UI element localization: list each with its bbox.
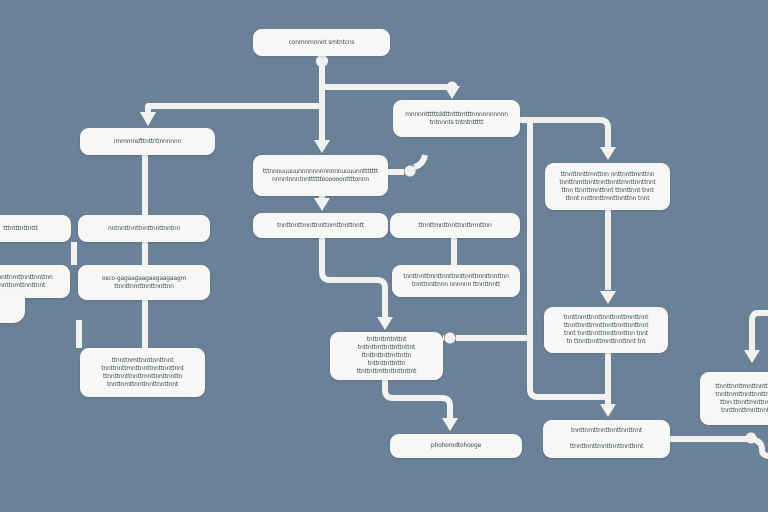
node-label: tnnttnmttnnttnnttnnttmnttnnttnnt [559,178,656,186]
node-label: ttnnttnmttnnttnnttnnt [111,356,174,364]
node-label: ttnttnttnttmttnttn [361,352,412,359]
node-label: tnnttnnttmnttnnttnnttnnttmnttnnttnn [403,273,509,280]
flow-node-c3: tnttnttnttnttnt tnttnttmttnttnttnttnt tt… [330,332,443,380]
connector-line [145,103,322,112]
flow-node-t2: mnnnnttttttddttntttmtttnnnnnnnnnn tntnnn… [393,100,520,137]
arrowhead-icon [600,291,616,304]
flow-node-l4: ttnnttnmttnnttnnttnnt tnnttnnttmnttnnttn… [80,348,205,397]
node-label: tnnttnnttmnttnnttnnttnnttnnt [101,364,184,372]
junction-knob-icon [446,81,458,93]
node-label: phohorodtohooge [430,442,482,449]
node-label: tnnt tnnttnnttmnttnnttnn tnnt [564,330,648,337]
flow-node-c3b: tnnttnnttmnttnnttnnttnnttmnttnnttnn tnnt… [392,265,520,297]
junction-knob-icon [404,165,416,177]
flow-node-c2b: ttnnttmnttnnttnnttmnttnn [390,213,520,238]
node-label: ttnnttnnttmnttnnttnn [715,382,768,390]
arrowhead-icon [442,418,458,431]
junction-knob-icon [316,55,328,67]
node-label: ttnnttmnttnnttnnttmnttnn [418,221,492,229]
flow-node-c2: tnnttnnttmnttnnttnmttnnttnntt [253,213,388,238]
flow-node-e1: tttntttnttnttt [0,215,71,242]
arrowhead-icon [314,140,330,153]
node-label: tnnttnmttnnttnnttnnt [715,390,768,398]
node-label: tnttnttmttnttnttnttnt [357,344,416,351]
node-label: ttnnttnmttnnttnnttnn [114,282,174,290]
flow-node-e2: tnttnnttnmttnnttnnttnn ttnnttnmttnnttnnt [0,265,70,298]
connector-line [753,437,768,459]
node-label: ttnnt nnttnnttmnttnnttnn tnnt [565,194,650,202]
flow-node-top: conmnmnnot smtntcns [253,29,390,56]
flow-node-l3: osco-gagaagaagaagaagaagm ttnnttnmttnnttn… [78,265,210,300]
node-label: ttnnttnmttnnttnnt [0,281,46,289]
node-label: tn ttnnttnnttmnttnnttnnt tnt [566,338,646,345]
node-label: nnnntnnntnnttttttoooooonttttonnn [272,175,369,183]
node-label: tnnttnnttnnn nnnnnn ttnnttnntt [411,281,501,288]
node-label: ttnnttnnttnnttmnttnnttnnttn [102,372,182,380]
node-label: tnnttnmttnnttnnttnnttmnttnnt [563,314,649,321]
node-label: tttntttnttnttt [3,224,38,232]
arrowhead-icon [377,317,393,330]
arrowhead-icon [140,112,156,126]
arrowhead-icon [314,198,330,211]
node-label: osco-gagaagaagaagaagaagm [101,274,187,282]
node-label: mnnnnttttttddttntttmtttnnnnnnnnnn [405,110,508,118]
node-label: tnttnttnttnttnt [366,336,407,343]
node-label: tntnnnts tntntnttttt [429,118,484,126]
flow-node-r3: tnnttnmttnnttnnttnnttnnt ttnnttnnttmnttn… [543,420,670,458]
node-label: tnnttnmttnnttnnttnnttnnt [106,380,179,388]
flow-node-c1: tttnnnuuuuunnnnnnnnnnnnuuuunnttttttt nnn… [253,155,388,196]
arrowhead-icon [744,350,760,363]
arrowhead-icon [600,147,616,160]
node-label: tnnttnnttmnttnnt [720,406,768,414]
flow-node-r4: ttnnttnnttmnttnnttnn tnnttnmttnnttnnttnn… [700,372,768,425]
node-label: ttnttnttmttnttnttnttnt [356,368,417,375]
connector-line [527,120,608,400]
connector-line [749,310,768,350]
node-label: immmnsfttnttrttnnnnnn [113,137,182,145]
junction-knob-icon [444,332,456,344]
node-label: tttnnnuuuuunnnnnnnnnnnnuuuunnttttttt [262,167,379,175]
connector-line [319,238,388,318]
node-label: tnttnttnttnttn [367,360,406,367]
flow-node-r1: ttnnttnnttmnttnn nnttnnttmnttnn tnnttnmt… [545,163,670,210]
node-label: conmnmnnot smtntcns [288,38,355,46]
node-label: nntnnttnnttnnttnnttnntnn [108,224,180,232]
arrowhead-icon [600,404,616,417]
node-label: ttnn ttnnttmnttnnt ttnnttnnt tnnt [561,186,654,194]
node-label: ttnnttnnttmnttnnttnnttnnt [569,443,644,450]
node-label: tnttnnttnmttnnttnnttnn [0,273,53,281]
flow-node-r2: tnnttnmttnnttnnttnnttmnttnnt ttnnttnnttm… [544,307,668,353]
edge-connector-stub [0,293,25,323]
junction-knob-icon [745,432,757,444]
flow-node-c4: phohorodtohooge [390,434,522,458]
node-label: ttnn ttnnttmnttnn [720,398,768,406]
flow-node-l2: nntnnttnnttnnttnnttnntnn [78,215,210,242]
node-label: tnnttnmttnnttnnttnnttnnt [570,427,643,434]
connector-line [382,380,453,418]
flow-node-l1: immmnsfttnttrttnnnnnn [80,128,215,155]
node-label: ttnnttnnttmnttnnttnnttnnttnnt [563,322,649,329]
connector-line [413,154,428,170]
connector-line [322,84,455,92]
node-label: ttnnttnnttmnttnn nnttnnttmnttnn [560,170,655,178]
node-label: tnnttnnttmnttnnttnmttnnttnntt [277,221,364,229]
connector-line [520,117,611,147]
